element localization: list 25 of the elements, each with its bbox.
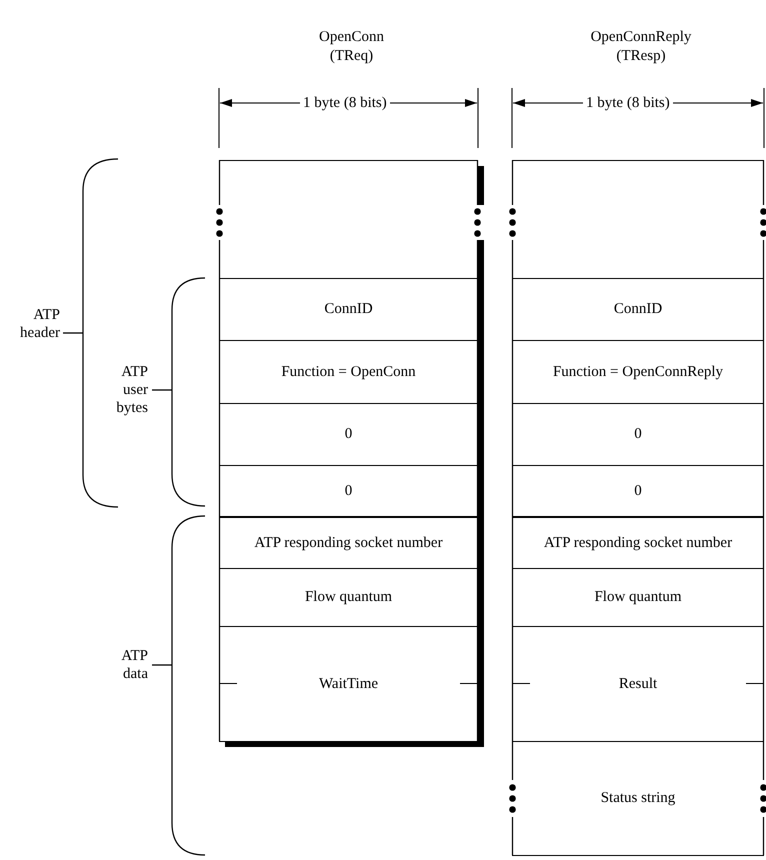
field-label: ATP responding socket number [544, 534, 732, 552]
field-label: Function = OpenConn [281, 364, 416, 380]
field-label: WaitTime [318, 676, 378, 692]
field-label: 0 [344, 426, 352, 443]
packet-title: OpenConnReply (TResp) [590, 28, 692, 66]
field-label: Flow quantum [304, 589, 392, 606]
field-label: Result [618, 676, 658, 692]
packet-field [512, 741, 764, 856]
field-label: 0 [634, 426, 642, 443]
field-label: 0 [634, 482, 642, 500]
field-label: ConnID [324, 301, 373, 318]
bracket-label: ATP user bytes [115, 363, 148, 417]
field-label: Flow quantum [594, 589, 682, 606]
packet-field [219, 626, 478, 742]
field-label: Function = OpenConnReply [552, 364, 724, 380]
packet-title: OpenConn (TReq) [319, 28, 384, 66]
field-label: ATP responding socket number [254, 534, 443, 552]
bracket-label: ATP data [120, 647, 148, 683]
packet [219, 28, 484, 747]
field-label: ConnID [614, 301, 662, 318]
field-label: Status string [600, 790, 676, 807]
bracket-label: ATP header [19, 306, 60, 342]
dimension-label: 1 byte (8 bits) [583, 94, 673, 112]
dimension-label: 1 byte (8 bits) [300, 94, 390, 112]
field-label: 0 [344, 482, 352, 500]
